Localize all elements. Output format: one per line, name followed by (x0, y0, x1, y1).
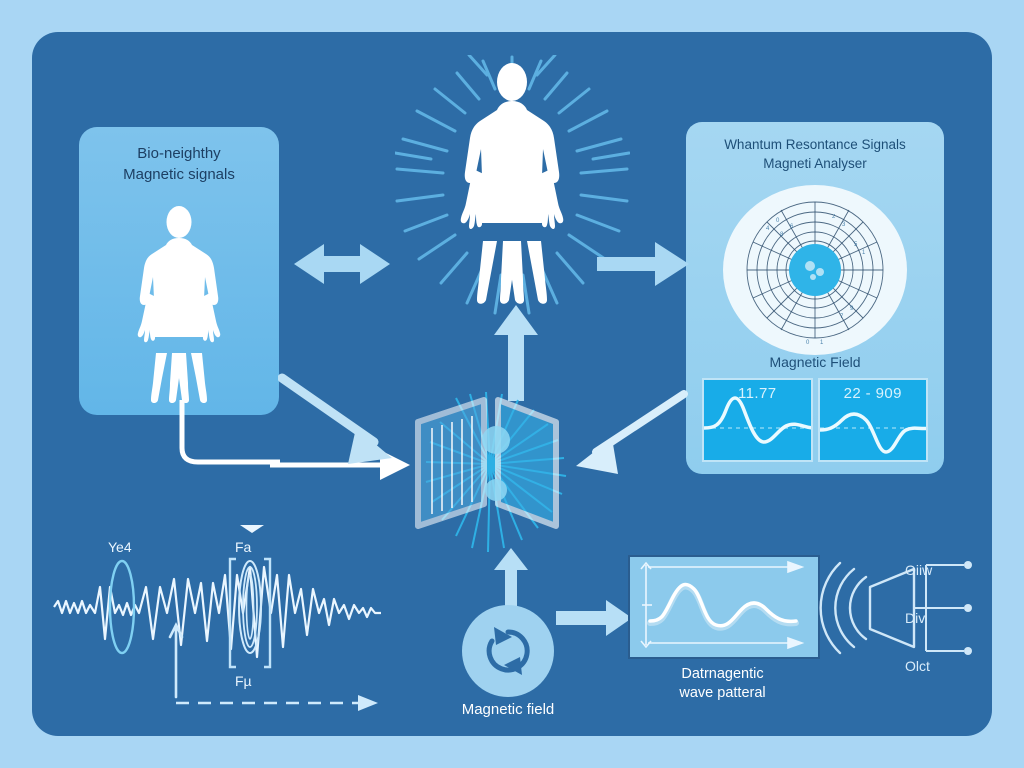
waveform-label-bottom: Fµ (235, 673, 252, 689)
readout-panel[interactable]: 22 - 909 (817, 378, 928, 462)
magnetic-field-circle (462, 605, 554, 697)
svg-text:0: 0 (776, 218, 780, 224)
wave-pattern-plot (640, 560, 805, 650)
bioenergy-caption-line2: Magnetic signals (123, 166, 235, 183)
svg-text:3: 3 (842, 222, 846, 228)
svg-text:7: 7 (840, 314, 844, 320)
svg-text:1: 1 (862, 250, 866, 256)
svg-text:1: 1 (820, 340, 824, 346)
magnetic-field-node[interactable]: Magnetic field (462, 605, 554, 718)
readout-value: 22 - 909 (843, 385, 902, 402)
svg-text:8: 8 (780, 232, 784, 238)
human-body-silhouette-icon (137, 206, 221, 403)
svg-text:4: 4 (766, 226, 770, 232)
readout-row: 11.77 22 - 909 (702, 378, 928, 462)
svg-text:2: 2 (832, 214, 836, 220)
svg-text:5: 5 (854, 242, 858, 248)
wave-chart-caption-line1: Datrnagentic (681, 666, 764, 682)
bioenergy-cable (179, 400, 280, 465)
output-tree-item-1[interactable]: Oiiw (905, 562, 933, 578)
output-tree-item-2[interactable]: Div (905, 610, 926, 626)
waveform-label-top: Fа (235, 539, 252, 555)
svg-text:9: 9 (850, 306, 854, 312)
wave-pattern-chart[interactable] (628, 555, 820, 659)
waveform-trace (53, 525, 381, 711)
analyser-card[interactable]: Whantum Resontance Signals Magneti Analy… (686, 122, 944, 474)
emitter-device-icon (415, 391, 567, 553)
waveform-label-left: Ye4 (108, 539, 132, 555)
svg-text:6: 6 (790, 224, 794, 230)
analyser-caption-line2: Magneti Analyser (763, 156, 867, 171)
svg-text:0: 0 (806, 340, 810, 346)
speaker-broadcast-icon (819, 561, 972, 655)
wave-chart-caption-line2: wave patteral (679, 685, 766, 701)
output-tree-item-3[interactable]: Olct (905, 658, 930, 674)
magnetic-field-node-caption: Magnetic field (461, 701, 555, 718)
radiating-human-figure (395, 55, 630, 315)
wave-chart-caption: Datrnagentic wave patteral (620, 665, 825, 703)
bioenergy-caption-line1: Bio-neighthy (137, 145, 221, 162)
bioenergy-card-caption: Bio-neighthy Magnetic signals (79, 143, 279, 185)
readout-value: 11.77 (738, 385, 777, 402)
signal-waveform-figure: Ye4 Fа Fµ (50, 525, 400, 715)
readout-panel[interactable]: 11.77 (702, 378, 813, 462)
analyser-card-caption: Whantum Resontance Signals Magneti Analy… (686, 135, 944, 173)
rotation-refresh-icon (486, 627, 530, 675)
magnetic-field-label: Magnetic Field (769, 354, 861, 370)
bioenergy-card[interactable]: Bio-neighthy Magnetic signals (79, 127, 279, 415)
analyser-caption-line1: Whantum Resontance Signals (724, 137, 906, 152)
